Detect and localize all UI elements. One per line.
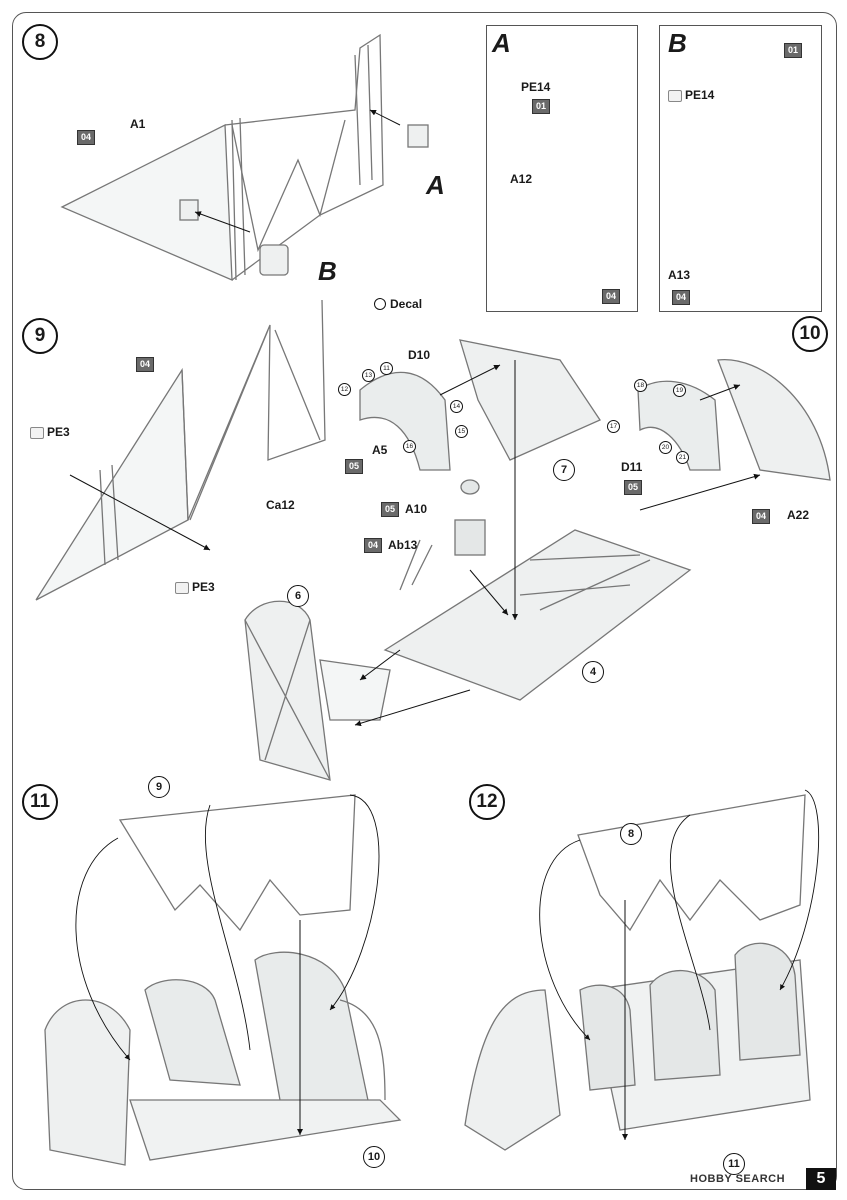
part-label-a22: A22 (787, 508, 810, 522)
sub-assembly-ref-11: 11 (723, 1153, 745, 1175)
step-number-9: 9 (22, 318, 58, 354)
step12-drawing (464, 794, 811, 1151)
decal-number: 16 (403, 440, 416, 453)
paint-code-05: 05 (345, 459, 364, 474)
sub-assembly-ref-9: 9 (148, 776, 170, 798)
detail-panel-a (486, 25, 638, 312)
step-number-11: 11 (22, 784, 58, 820)
sub-assembly-ref-7: 7 (553, 459, 575, 481)
sub-assembly-ref-4: 4 (582, 661, 604, 683)
part-label-ca12: Ca12 (266, 498, 295, 512)
panel-b-title: B (668, 28, 687, 58)
part-label-a10: A10 (405, 502, 428, 516)
decal-legend-text: Decal (390, 297, 423, 311)
photo-etch-icon (30, 426, 44, 439)
step8-frame-drawing (60, 33, 429, 282)
part-label-pe14: PE14 (668, 88, 714, 102)
paint-code-04: 04 (77, 130, 96, 145)
paint-code-04: 04 (602, 289, 621, 304)
paint-code-01: 01 (532, 99, 551, 114)
sub-assembly-ref-10: 10 (363, 1146, 385, 1168)
decal-number: 20 (659, 441, 672, 454)
photo-etch-icon (175, 581, 189, 594)
paint-code-01: 01 (784, 43, 803, 58)
decal-number: 17 (607, 420, 620, 433)
paint-code-04: 04 (136, 357, 155, 372)
part-label-a12: A12 (510, 172, 533, 186)
step-number-8: 8 (22, 24, 58, 60)
sub-assembly-ref-8: 8 (620, 823, 642, 845)
part-label-pe3-top: PE3 (30, 425, 70, 439)
paint-code-05: 05 (624, 480, 643, 495)
part-label-d10: D10 (408, 348, 431, 362)
step10-floor-drawing (244, 339, 831, 781)
part-label-a13: A13 (668, 268, 691, 282)
pe14-text: PE14 (685, 88, 715, 102)
decal-number: 11 (380, 362, 393, 375)
decal-legend: Decal (374, 297, 422, 311)
photo-etch-icon (668, 89, 682, 102)
decal-number: 21 (676, 451, 689, 464)
detail-panel-b (659, 25, 822, 312)
pe3-text: PE3 (47, 425, 70, 439)
step9-frame-drawing (35, 299, 326, 601)
step-number-12: 12 (469, 784, 505, 820)
paint-code-04: 04 (672, 290, 691, 305)
sub-assembly-ref-6: 6 (287, 585, 309, 607)
part-label-a5: A5 (372, 443, 388, 457)
decal-number: 13 (362, 369, 375, 382)
decal-number: 15 (455, 425, 468, 438)
sub-assembly-letter-a: A (426, 170, 445, 200)
decal-circle-icon (374, 298, 386, 310)
step11-drawing (44, 794, 402, 1166)
decal-number: 12 (338, 383, 351, 396)
decal-number: 18 (634, 379, 647, 392)
page-number: 5 (806, 1168, 836, 1190)
part-label-a1: A1 (130, 117, 146, 131)
paint-code-04: 04 (364, 538, 383, 553)
pe3-text: PE3 (192, 580, 215, 594)
step-number-10: 10 (792, 316, 828, 352)
part-label-pe3-bottom: PE3 (175, 580, 215, 594)
part-label-d11: D11 (621, 460, 643, 474)
page-frame (12, 12, 837, 1190)
paint-code-05: 05 (381, 502, 400, 517)
sub-assembly-letter-b: B (318, 256, 337, 286)
decal-number: 14 (450, 400, 463, 413)
watermark-text: HOBBY SEARCH (690, 1173, 786, 1185)
panel-a-title: A (492, 28, 511, 58)
part-label-ab13: Ab13 (388, 538, 418, 552)
decal-number: 19 (673, 384, 686, 397)
part-label-pe14: PE14 (521, 80, 551, 94)
paint-code-04: 04 (752, 509, 771, 524)
